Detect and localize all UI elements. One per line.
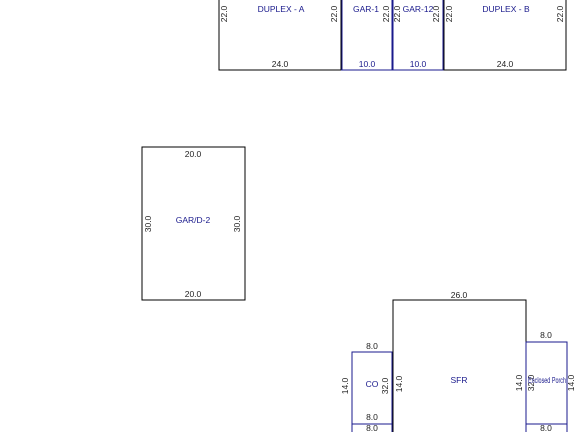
duplex-b-left-dim: 22.0 <box>444 5 454 22</box>
gar-1-outline <box>341 0 393 71</box>
gar-1-bottom-dim: 10.0 <box>359 59 376 69</box>
duplex-b-outline <box>443 0 567 71</box>
enclosed-porch-outline <box>525 341 568 425</box>
gar-12-left-dim: 22.0 <box>392 5 402 22</box>
sfr-label: SFR <box>451 375 468 385</box>
gar-12-label: GAR-12 <box>403 4 434 14</box>
gar-12-outline <box>392 0 444 71</box>
co-bottom-next-dim: 8.0 <box>366 423 378 432</box>
duplex-b-label: DUPLEX - B <box>482 4 530 14</box>
co-outline <box>351 351 393 425</box>
gar-1-area[interactable]: GAR-1 22.0 10.0 <box>341 0 393 71</box>
gar-d2-right-dim: 30.0 <box>232 215 242 232</box>
duplex-a-left-dim: 22.0 <box>219 5 229 22</box>
duplex-b-bottom-dim: 24.0 <box>497 59 514 69</box>
sfr-area[interactable]: SFR 26.0 14.0 14.0 32.0 <box>392 290 536 432</box>
enclosed-porch-bottom-dim: 8.0 <box>540 423 552 432</box>
gar-d2-top-dim: 20.0 <box>185 149 202 159</box>
gar-d2-area[interactable]: GAR/D-2 20.0 20.0 30.0 30.0 <box>141 146 246 301</box>
gar-1-label: GAR-1 <box>353 4 379 14</box>
sfr-outline <box>392 299 527 432</box>
co-top-dim: 8.0 <box>366 341 378 351</box>
enclosed-porch-area[interactable]: Enclosed Porch 8.0 8.0 14.0 <box>525 330 576 432</box>
gar-d2-outline <box>141 146 246 301</box>
gar-12-area[interactable]: GAR-12 22.0 22.0 10.0 <box>392 0 444 71</box>
duplex-a-area[interactable]: DUPLEX - A 22.0 22.0 24.0 <box>218 0 342 71</box>
duplex-b-area[interactable]: DUPLEX - B 22.0 22.0 24.0 <box>443 0 567 71</box>
co-label: CO <box>366 379 379 389</box>
co-area[interactable]: CO 8.0 8.0 8.0 14.0 32.0 <box>340 341 393 432</box>
co-bottom-dim: 8.0 <box>366 412 378 422</box>
duplex-a-label: DUPLEX - A <box>258 4 305 14</box>
gar-12-right-dim: 22.0 <box>431 5 441 22</box>
gar-d2-label: GAR/D-2 <box>176 215 211 225</box>
co-right-dim: 32.0 <box>380 377 390 394</box>
co-left-dim: 14.0 <box>340 377 350 394</box>
gar-12-bottom-dim: 10.0 <box>410 59 427 69</box>
gar-d2-left-dim: 30.0 <box>143 215 153 232</box>
duplex-a-bottom-dim: 24.0 <box>272 59 289 69</box>
sfr-right-inner-dim: 32.0 <box>526 374 536 391</box>
duplex-a-right-dim: 22.0 <box>329 5 339 22</box>
gar-1-right-dim: 22.0 <box>381 5 391 22</box>
sfr-top-dim: 26.0 <box>451 290 468 300</box>
duplex-a-outline <box>218 0 342 71</box>
sfr-left-dim: 14.0 <box>394 375 404 392</box>
enclosed-porch-label: Enclosed Porch <box>528 375 566 385</box>
gar-d2-bottom-dim: 20.0 <box>185 289 202 299</box>
enclosed-porch-top-dim: 8.0 <box>540 330 552 340</box>
enclosed-porch-left-dim: 14.0 <box>566 374 576 391</box>
duplex-b-right-dim: 22.0 <box>555 5 565 22</box>
sfr-right-dim: 14.0 <box>514 374 524 391</box>
